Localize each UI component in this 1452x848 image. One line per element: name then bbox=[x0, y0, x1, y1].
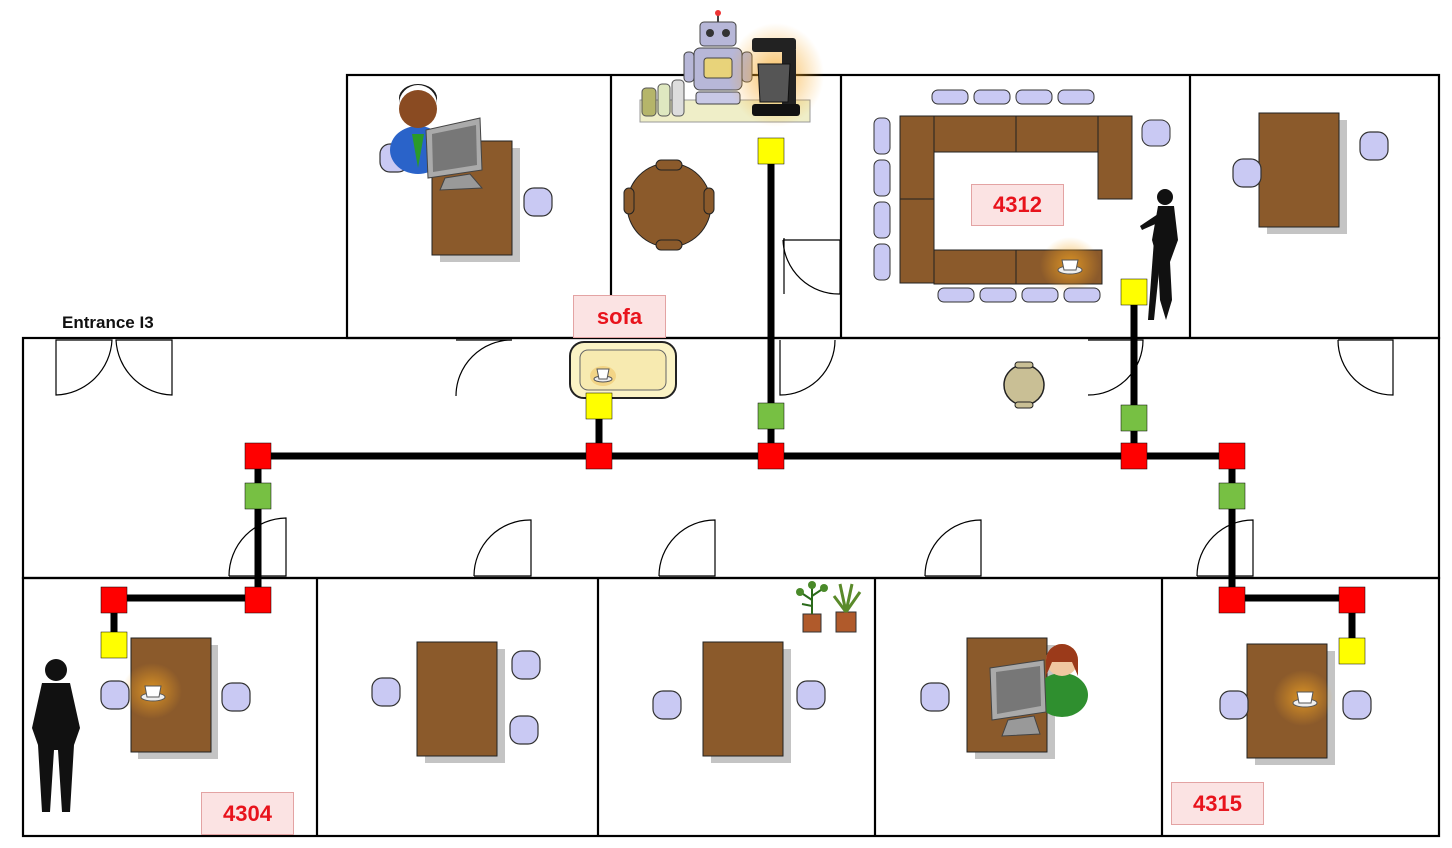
room-4304-label: 4304 bbox=[201, 792, 294, 835]
office-top-right bbox=[1232, 112, 1389, 234]
coffee-cup-icon bbox=[1292, 691, 1318, 708]
computer-monitor-icon bbox=[989, 659, 1047, 737]
chair bbox=[920, 682, 950, 712]
chair bbox=[1219, 690, 1249, 720]
desk bbox=[416, 641, 498, 757]
sofa-icon bbox=[569, 341, 677, 399]
junction-node bbox=[1218, 586, 1246, 614]
chair bbox=[221, 682, 251, 712]
stool-icon bbox=[1003, 361, 1045, 409]
office-top-left bbox=[379, 84, 553, 262]
junction-node bbox=[1120, 442, 1148, 470]
chair bbox=[796, 680, 826, 710]
chair bbox=[509, 715, 539, 745]
entrance-label: Entrance I3 bbox=[62, 313, 154, 332]
chair bbox=[523, 187, 553, 217]
door-kitchen bbox=[782, 239, 841, 295]
coffee-machine-icon bbox=[752, 38, 800, 116]
entrance-door-right bbox=[115, 339, 173, 396]
door-corridor-5 bbox=[1337, 339, 1394, 396]
chair bbox=[1342, 690, 1372, 720]
chair bbox=[100, 680, 130, 710]
desk bbox=[1258, 112, 1340, 228]
door-corridor-4 bbox=[1087, 339, 1144, 396]
entrance-door-left bbox=[55, 339, 113, 396]
target-node bbox=[757, 137, 785, 165]
bottles-icon bbox=[641, 79, 685, 117]
door-corridor-3 bbox=[779, 339, 836, 396]
door-room-b3 bbox=[658, 519, 716, 577]
door-room-b2 bbox=[473, 519, 532, 577]
door-node bbox=[757, 402, 785, 430]
room-bottom-4 bbox=[920, 637, 1088, 759]
target-node bbox=[585, 392, 613, 420]
door-room-b4 bbox=[924, 519, 982, 577]
door-room-top-left bbox=[455, 339, 513, 397]
target-node bbox=[1338, 637, 1366, 665]
chair bbox=[371, 677, 401, 707]
chair bbox=[511, 650, 541, 680]
round-table bbox=[626, 162, 712, 248]
room-4315 bbox=[1219, 643, 1372, 765]
doors bbox=[55, 238, 1394, 577]
computer-monitor-icon bbox=[425, 117, 484, 191]
coffee-cup-icon bbox=[1057, 259, 1083, 275]
room-bottom-2 bbox=[371, 641, 541, 763]
door-node bbox=[1218, 482, 1246, 510]
man-silhouette-icon bbox=[32, 659, 80, 812]
door-4315 bbox=[1196, 519, 1254, 577]
kitchen bbox=[623, 10, 824, 251]
sofa-label: sofa bbox=[573, 295, 666, 338]
desk bbox=[702, 641, 784, 757]
coffee-cup-icon bbox=[140, 685, 166, 702]
target-node bbox=[1120, 278, 1148, 306]
woman-at-computer-icon bbox=[1036, 644, 1088, 717]
junction-node bbox=[100, 586, 128, 614]
chair bbox=[652, 690, 682, 720]
chair bbox=[1232, 158, 1262, 188]
room-4315-label: 4315 bbox=[1171, 782, 1264, 825]
meeting-room-4312 bbox=[873, 89, 1178, 320]
chair bbox=[1359, 131, 1389, 161]
junction-node bbox=[1218, 442, 1246, 470]
junction-node bbox=[757, 442, 785, 470]
plants-icon bbox=[796, 581, 862, 633]
walls bbox=[21, 73, 1441, 838]
junction-node bbox=[585, 442, 613, 470]
door-4304 bbox=[228, 517, 287, 577]
room-4312-label: 4312 bbox=[971, 184, 1064, 226]
junction-node bbox=[1338, 586, 1366, 614]
door-node bbox=[244, 482, 272, 510]
path-nodes bbox=[100, 137, 1366, 665]
room-4304 bbox=[32, 637, 251, 812]
junction-node bbox=[244, 442, 272, 470]
bottom-rooms-outline bbox=[21, 576, 1441, 838]
room-bottom-3 bbox=[652, 581, 862, 763]
door-node bbox=[1120, 404, 1148, 432]
woman-silhouette-icon bbox=[1140, 189, 1178, 320]
target-node bbox=[100, 631, 128, 659]
junction-node bbox=[244, 586, 272, 614]
